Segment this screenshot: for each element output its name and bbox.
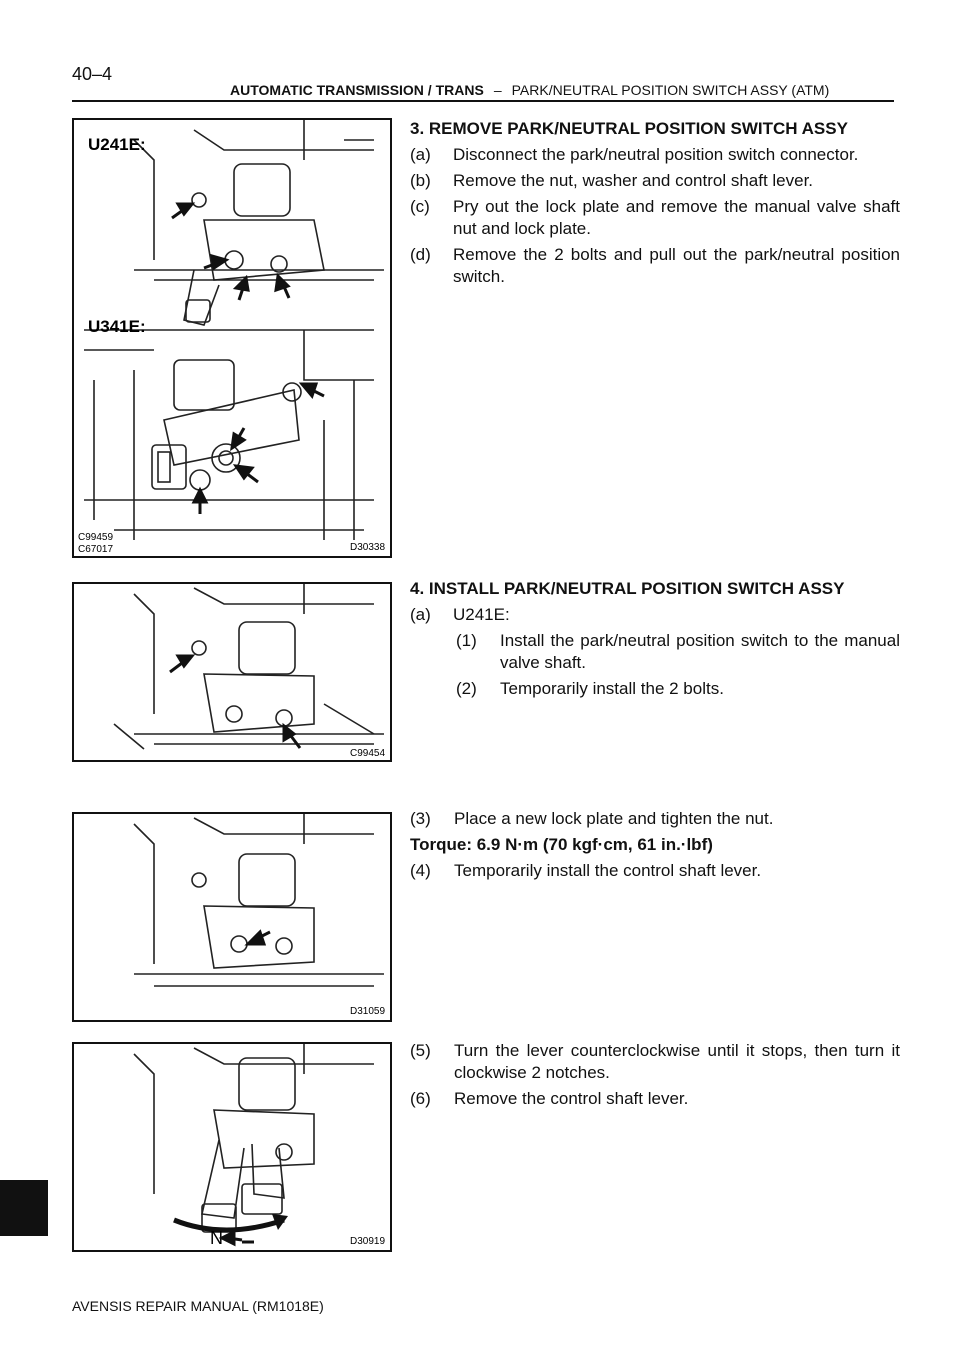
illustration-install-switch: C99454 [113,584,385,759]
figure-code: C99454 [350,748,385,759]
item-text: Temporarily install the 2 bolts. [500,679,724,698]
figure-remove-switch: U241E: U341E: C99459 C67017 D30338 [72,118,392,558]
step-3b: (b) Remove the nut, washer and control sh… [410,170,900,192]
item-text: Temporarily install the control shaft le… [454,861,762,880]
torque-spec: Torque: 6.9 N·m (70 kgf·cm, 61 in.·lbf) [410,835,713,854]
item-marker: (b) [410,171,431,190]
item-marker: (6) [410,1089,431,1108]
header-dash: – [493,82,502,98]
item-marker: (d) [410,245,431,264]
step-3a: (a) Disconnect the park/neutral position … [410,144,900,166]
item-marker: (a) [410,145,431,164]
item-text: Turn the lever counterclockwise until it… [454,1041,900,1082]
step-4a-6: (6) Remove the control shaft lever. [410,1088,900,1110]
figure-turn-lever: N D30919 [72,1042,392,1252]
illustration-turn-lever: N D30919 [133,1044,385,1248]
item-marker: (5) [410,1041,431,1060]
item-text: Remove the control shaft lever. [454,1089,689,1108]
step-3-section: 3. REMOVE PARK/NEUTRAL POSITION SWITCH A… [410,118,900,292]
step-4a-5: (5) Turn the lever counterclockwise until… [410,1040,900,1084]
step-3d: (d) Remove the 2 bolts and pull out the p… [410,244,900,288]
item-marker: (1) [456,631,477,650]
figure-label-u341e: U341E: [88,317,146,336]
figure-code: D31059 [350,1006,385,1017]
step-4-torque-section: (3) Place a new lock plate and tighten th… [410,808,900,886]
figure-code: D30338 [350,542,385,553]
item-marker: (a) [410,605,431,624]
item-text: Disconnect the park/neutral position swi… [453,145,859,164]
header-title: PARK/NEUTRAL POSITION SWITCH ASSY (ATM) [511,82,830,98]
item-text: Place a new lock plate and tighten the n… [454,809,774,828]
step-4a-1: (1) Install the park/neutral position swi… [410,630,900,674]
step-4a: (a) U241E: [410,604,900,626]
item-marker: (c) [410,197,430,216]
item-text: Install the park/neutral position switch… [500,631,900,672]
neutral-label: N [210,1228,223,1248]
page-header: AUTOMATIC TRANSMISSION / TRANS–PARK/NEUT… [230,82,829,98]
section-tab [0,1180,48,1236]
step-4a-3: (3) Place a new lock plate and tighten th… [410,808,900,830]
step-3-title: 3. REMOVE PARK/NEUTRAL POSITION SWITCH A… [410,119,848,138]
figure-label-u241e: U241E: [88,135,146,154]
item-text: Remove the nut, washer and control shaft… [453,171,814,190]
item-text: Pry out the lock plate and remove the ma… [453,197,900,238]
illustration-u241e-u341e: U241E: U341E: C99459 C67017 D30338 [78,120,385,555]
item-marker: (4) [410,861,431,880]
item-marker: (2) [456,679,477,698]
page-footer: AVENSIS REPAIR MANUAL (RM1018E) [72,1298,324,1314]
header-section: AUTOMATIC TRANSMISSION / TRANS [230,82,484,98]
step-4a-4: (4) Temporarily install the control shaft… [410,860,900,882]
figure-code: C67017 [78,544,113,555]
step-4a-2: (2) Temporarily install the 2 bolts. [410,678,900,700]
step-4-section: 4. INSTALL PARK/NEUTRAL POSITION SWITCH … [410,578,900,704]
figure-lock-plate: D31059 [72,812,392,1022]
figure-code: C99459 [78,532,113,543]
step-4-title: 4. INSTALL PARK/NEUTRAL POSITION SWITCH … [410,579,845,598]
step-3c: (c) Pry out the lock plate and remove the… [410,196,900,240]
illustration-lock-plate: D31059 [133,814,385,1017]
figure-install-switch: C99454 [72,582,392,762]
step-4-lever-section: (5) Turn the lever counterclockwise until… [410,1040,900,1114]
page-number: 40–4 [72,64,113,84]
item-text: Remove the 2 bolts and pull out the park… [453,245,900,286]
item-text: U241E: [453,605,510,624]
header-rule [72,100,894,102]
item-marker: (3) [410,809,431,828]
figure-code: D30919 [350,1236,385,1247]
